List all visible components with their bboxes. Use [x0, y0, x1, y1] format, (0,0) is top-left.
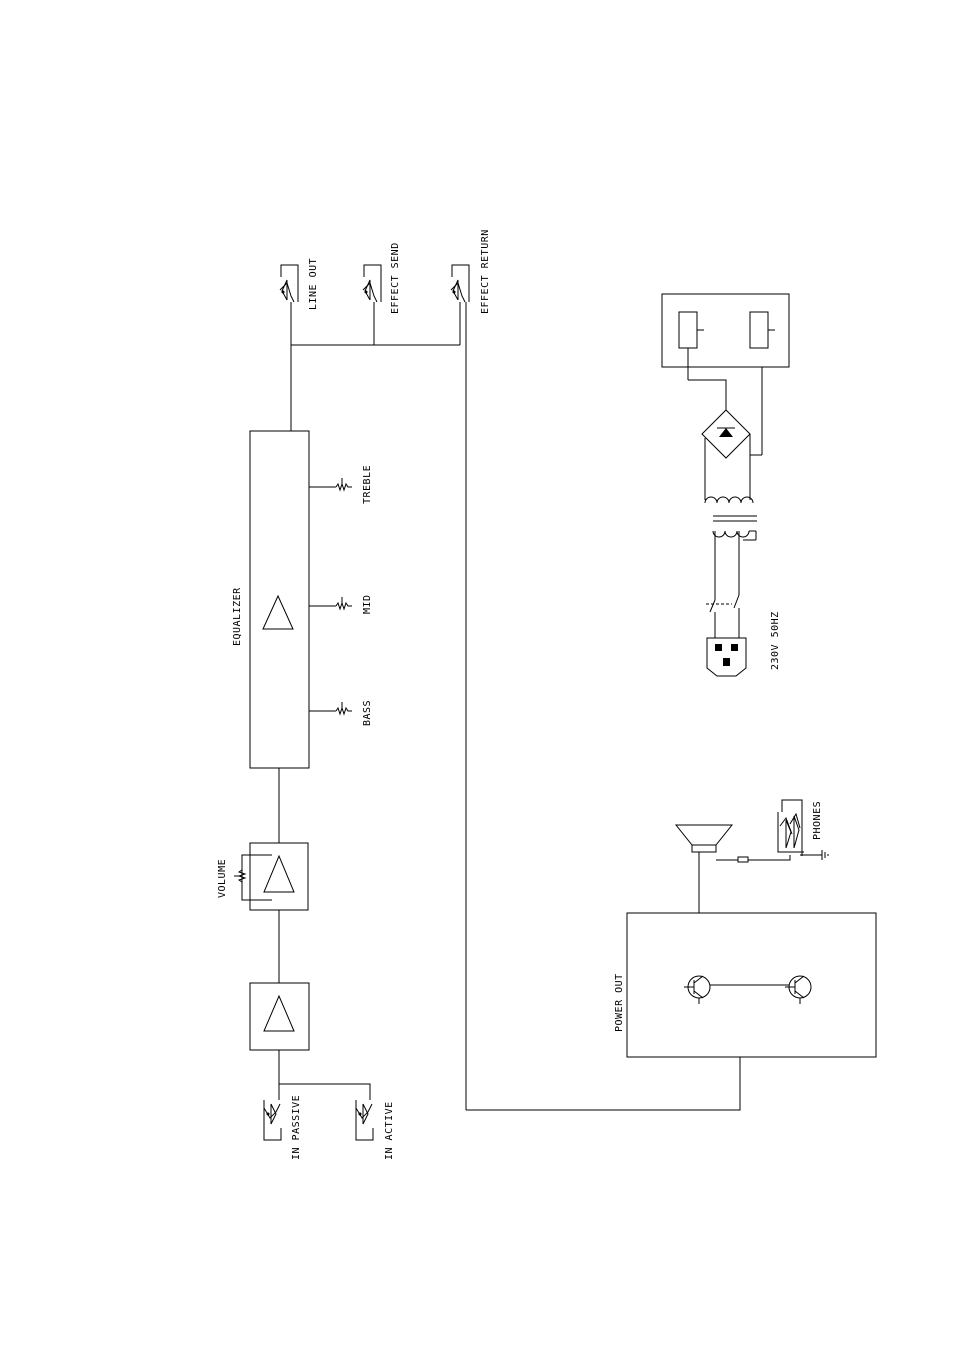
transformer [705, 497, 757, 600]
jack-effect-send [363, 265, 381, 345]
jack-phones [778, 800, 804, 856]
label-mid: MID [362, 594, 373, 614]
preamp-block [250, 983, 309, 1050]
label-bass: BASS [362, 700, 373, 726]
label-effect-send: EFFECT SEND [390, 242, 401, 314]
label-treble: TREBLE [362, 465, 373, 504]
jack-in-passive [264, 1100, 281, 1140]
label-effect-return: EFFECT RETURN [480, 229, 491, 314]
jack-line-out [280, 265, 298, 345]
label-volume: VOLUME [217, 859, 228, 898]
label-mains: 230V 50HZ [770, 611, 781, 670]
jack-in-active [356, 1100, 373, 1140]
ground-symbol [822, 850, 828, 860]
jack-effect-return [451, 265, 469, 1110]
label-power-out: POWER OUT [614, 973, 625, 1032]
bass-pot [309, 702, 352, 714]
mains-inlet-icon [707, 638, 746, 676]
label-line-out: LINE OUT [308, 258, 319, 310]
label-in-active: IN ACTIVE [384, 1101, 395, 1160]
effect-return-wire [466, 1057, 740, 1110]
mains-switch [706, 595, 739, 638]
treble-pot [309, 478, 352, 490]
mid-pot [309, 597, 352, 609]
label-equalizer: EQUALIZER [232, 587, 243, 646]
label-phones: PHONES [812, 801, 823, 840]
label-in-passive: IN PASSIVE [291, 1095, 302, 1160]
speaker-icon [676, 825, 732, 852]
bridge-rectifier [688, 380, 762, 500]
